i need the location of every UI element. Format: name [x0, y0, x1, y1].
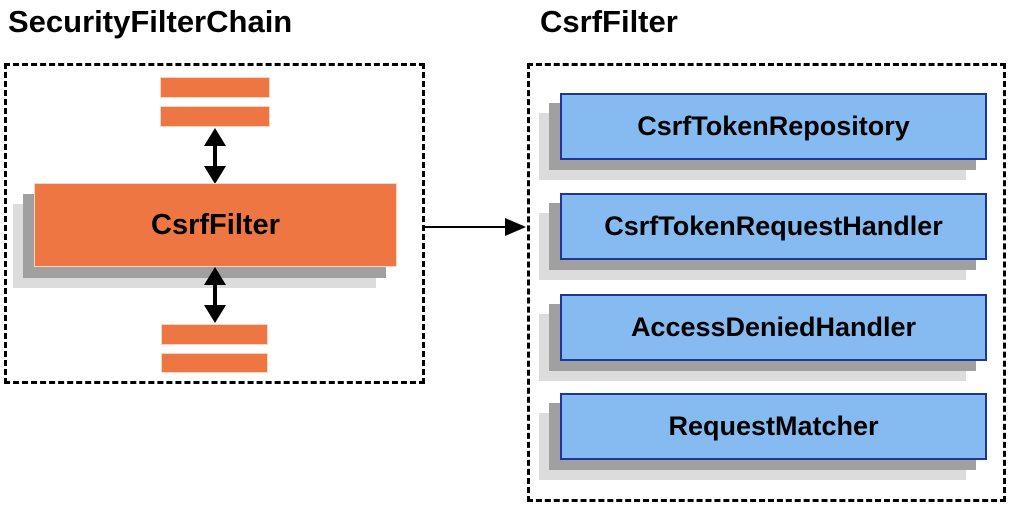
component-box-access-denied-handler: AccessDeniedHandler — [560, 294, 987, 361]
filter-chain-bar — [161, 353, 268, 373]
component-label: CsrfTokenRequestHandler — [604, 211, 943, 241]
double-headed-arrow-icon — [204, 128, 226, 184]
security-filter-chain-container: CsrfFilter — [4, 63, 425, 384]
filter-chain-bar — [160, 77, 270, 98]
component-box-csrf-token-request-handler: CsrfTokenRequestHandler — [560, 193, 987, 260]
filter-chain-bar — [160, 106, 270, 127]
right-panel-title: CsrfFilter — [540, 4, 678, 39]
csrf-filter-components-container: CsrfTokenRepository CsrfTokenRequestHand… — [527, 63, 1006, 502]
left-panel-title: SecurityFilterChain — [8, 4, 293, 39]
filter-chain-bar — [161, 324, 268, 345]
csrf-filter-box-label: CsrfFilter — [151, 208, 280, 241]
right-arrow-connector-icon — [424, 218, 526, 236]
component-label: RequestMatcher — [668, 411, 879, 441]
component-label: AccessDeniedHandler — [630, 312, 917, 342]
component-box-csrf-token-repository: CsrfTokenRepository — [560, 93, 987, 160]
component-box-request-matcher: RequestMatcher — [560, 393, 987, 460]
csrf-filter-box: CsrfFilter — [34, 183, 397, 267]
component-label: CsrfTokenRepository — [637, 111, 910, 141]
double-headed-arrow-icon — [204, 267, 226, 323]
